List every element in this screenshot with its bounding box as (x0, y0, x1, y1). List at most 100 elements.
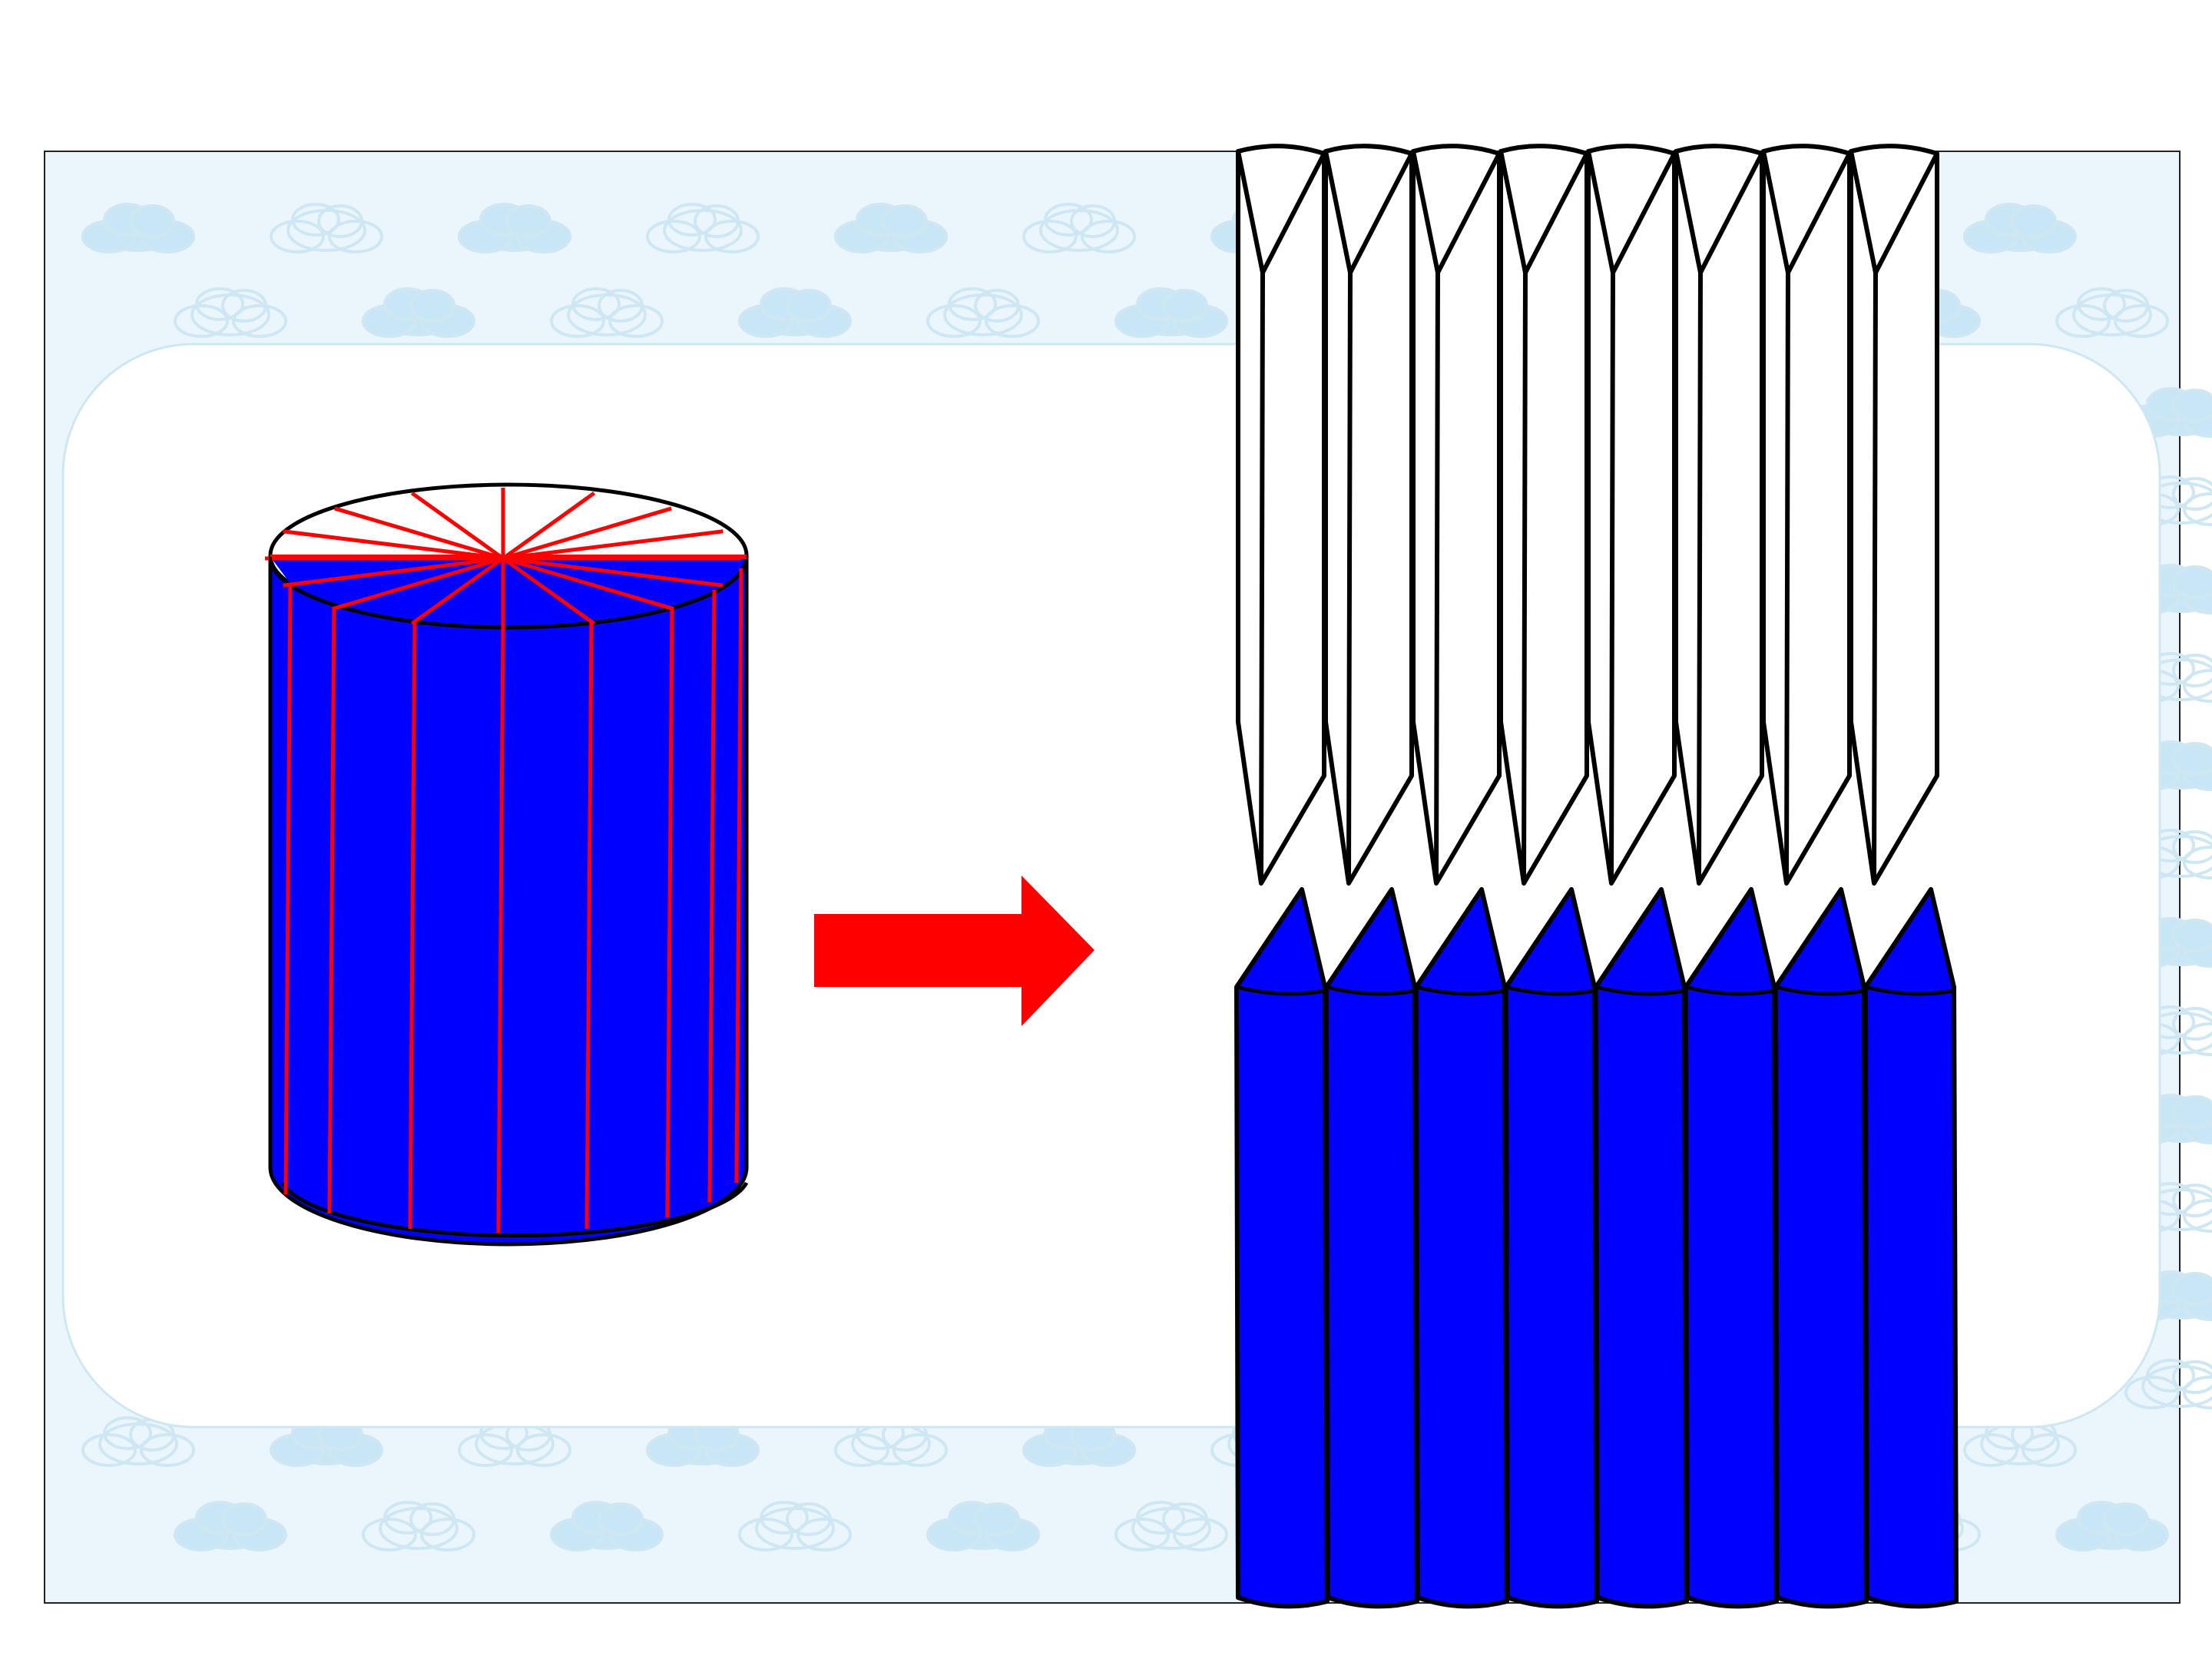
sector-cut-line (502, 529, 724, 561)
upper-piece (1323, 144, 1414, 886)
cloud-puff (2055, 304, 2111, 338)
cloud-puff (694, 204, 740, 238)
sector-cut-line (283, 529, 504, 561)
sector-cut-line (502, 491, 596, 561)
cloud-puff (2103, 1502, 2149, 1536)
cloud (646, 203, 760, 253)
cloud-puff (2183, 1376, 2212, 1409)
lower-piece-rim (1865, 985, 1955, 996)
lower-piece (1414, 887, 1509, 1609)
cloud-puff (704, 220, 760, 253)
cloud-puff (974, 1502, 1020, 1536)
cloud-puff (1044, 203, 1093, 237)
cloud-puff (2172, 565, 2212, 599)
cloud-puff (1162, 289, 1208, 323)
cloud-puff (882, 204, 928, 238)
top-sector-cut-lines (265, 488, 747, 629)
lower-piece (1234, 887, 1330, 1609)
upper-piece (1236, 144, 1326, 886)
cloud-puff (786, 289, 832, 323)
cloud-puff (646, 220, 701, 253)
cloud-puff (974, 289, 1020, 323)
cloud-puff (550, 304, 605, 338)
cloud (550, 287, 664, 338)
cloud-puff (140, 1433, 195, 1467)
strip-cut-line (496, 625, 505, 1233)
cloud-puff (2172, 742, 2212, 776)
cloud-puff (1022, 220, 1078, 253)
figure-title (0, 0, 1, 1)
cloud-puff (270, 220, 325, 253)
cloud-puff (2183, 669, 2212, 703)
cloud-puff (2183, 1022, 2212, 1056)
cloud (2124, 1359, 2212, 1409)
cloud-puff (1114, 1518, 1170, 1551)
cloud-puff (1963, 1433, 2018, 1467)
cloud-puff (420, 1518, 475, 1551)
cloud (550, 1501, 664, 1551)
cloud-puff (2172, 1184, 2212, 1217)
cloud (738, 1501, 852, 1551)
cloud-puff (2172, 919, 2212, 952)
cloud-puff (505, 204, 551, 238)
cloud (738, 287, 852, 338)
upper-piece-body (1323, 144, 1414, 886)
cloud-puff (2114, 304, 2169, 338)
cloud-puff (516, 1433, 571, 1467)
lower-piece-rim (1416, 985, 1505, 996)
upper-piece-body (1236, 144, 1326, 886)
side-strip-cut-lines (283, 568, 743, 1233)
strip-cut-line (327, 606, 336, 1214)
lower-piece-rim (1775, 985, 1865, 996)
cloud-puff (317, 204, 363, 238)
cloud (270, 1416, 383, 1467)
cloud-puff (2172, 1007, 2212, 1041)
cloud (270, 203, 383, 253)
cloud (1963, 203, 2077, 253)
lower-piece-rim (1236, 985, 1326, 996)
cloud-puff (2172, 1272, 2212, 1306)
cloud-puff (2172, 389, 2212, 422)
strip-cut-line (408, 621, 417, 1230)
cloud-puff (926, 304, 982, 338)
cloud-puff (328, 220, 383, 253)
cloud (834, 203, 948, 253)
lower-piece (1594, 887, 1689, 1609)
cloud-puff (2011, 204, 2057, 238)
cloud (926, 287, 1040, 338)
cloud-puff (985, 304, 1040, 338)
lower-piece (1504, 887, 1599, 1609)
cloud (81, 203, 195, 253)
lower-piece-body (1324, 887, 1419, 1609)
cloud-puff (1173, 1518, 1228, 1551)
upper-piece-body (1674, 144, 1764, 886)
cloud-puff (81, 1433, 137, 1467)
sector-cut-line (283, 556, 504, 588)
cloud-puff (232, 304, 287, 338)
cloud-puff (1162, 1502, 1208, 1536)
lower-piece-rim (1685, 985, 1775, 996)
lower-pieces-row (1234, 887, 1959, 1609)
cloud-puff (2183, 1199, 2212, 1233)
cloud-puff (1070, 204, 1116, 238)
cloud-puff (2183, 492, 2212, 526)
cloud-puff (598, 289, 644, 323)
lower-piece-body (1684, 887, 1779, 1609)
cylinder-top-front-rim (268, 556, 749, 630)
upper-piece-fold (1411, 151, 1502, 884)
cloud-puff (667, 203, 717, 237)
cloud-puff (195, 287, 244, 321)
right-arrow-icon (814, 876, 1094, 1026)
lower-piece (1863, 887, 1959, 1609)
cloud-puff (608, 304, 664, 338)
upper-piece (1674, 144, 1764, 886)
cloud (458, 203, 571, 253)
upper-piece-fold (1323, 151, 1414, 884)
sector-cut-line (502, 556, 596, 626)
upper-piece-body (1411, 144, 1502, 886)
cloud-puff (1081, 220, 1136, 253)
cloud-puff (2022, 1433, 2077, 1467)
upper-piece-body (1849, 144, 1939, 886)
upper-piece (1586, 144, 1677, 886)
cloud-puff (221, 1502, 267, 1536)
